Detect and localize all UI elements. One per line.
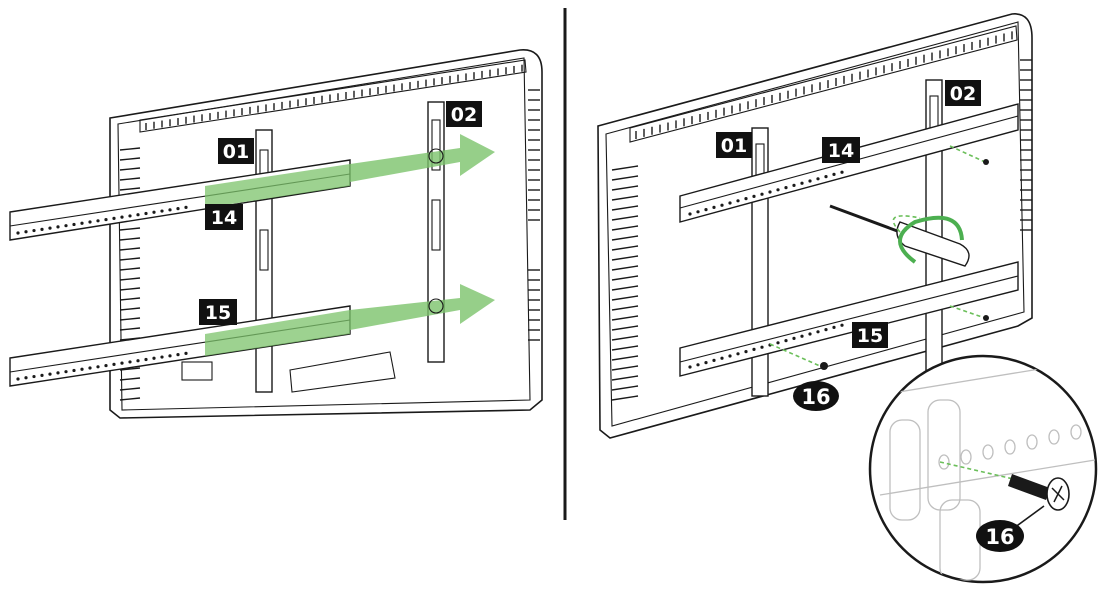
- left-side-vents: [119, 64, 523, 401]
- right-tv-body: [597, 13, 1033, 439]
- svg-text:02: 02: [451, 104, 477, 126]
- label-01-left: 01: [218, 138, 254, 164]
- label-14-left: 14: [205, 204, 243, 230]
- svg-text:16: 16: [985, 525, 1014, 549]
- left-top-vents: [139, 59, 527, 133]
- right-panel: 01 02 14 15 16: [597, 13, 1098, 584]
- label-15-left: 15: [199, 299, 237, 325]
- label-01-right: 01: [716, 132, 752, 158]
- zoom-detail: 16: [868, 354, 1098, 584]
- left-green-arrow-lower: [205, 284, 495, 356]
- label-15-right: 15: [852, 322, 888, 348]
- screw-icon: [1008, 474, 1070, 511]
- left-vertical-bracket-01: [255, 129, 273, 393]
- svg-text:14: 14: [211, 207, 237, 229]
- screwdriver-icon: [829, 204, 970, 267]
- label-02-right: 02: [945, 80, 981, 106]
- svg-text:01: 01: [223, 141, 249, 163]
- left-panel: 01 02 14 15: [9, 49, 543, 419]
- right-side-vents: [611, 31, 1032, 401]
- svg-text:02: 02: [950, 83, 976, 105]
- label-14-right: 14: [822, 137, 860, 163]
- svg-text:14: 14: [828, 140, 854, 162]
- left-right-side-vents: [528, 89, 540, 341]
- right-rail-15: [679, 261, 1019, 377]
- label-16-right: 16: [793, 381, 839, 411]
- svg-text:15: 15: [857, 325, 883, 347]
- label-02-left: 02: [446, 101, 482, 127]
- svg-text:15: 15: [205, 302, 231, 324]
- left-vertical-bracket-02: [427, 101, 445, 363]
- svg-text:01: 01: [721, 135, 747, 157]
- label-16-zoom: 16: [976, 520, 1024, 552]
- left-green-arrow-upper: [205, 134, 495, 208]
- svg-text:16: 16: [801, 385, 830, 409]
